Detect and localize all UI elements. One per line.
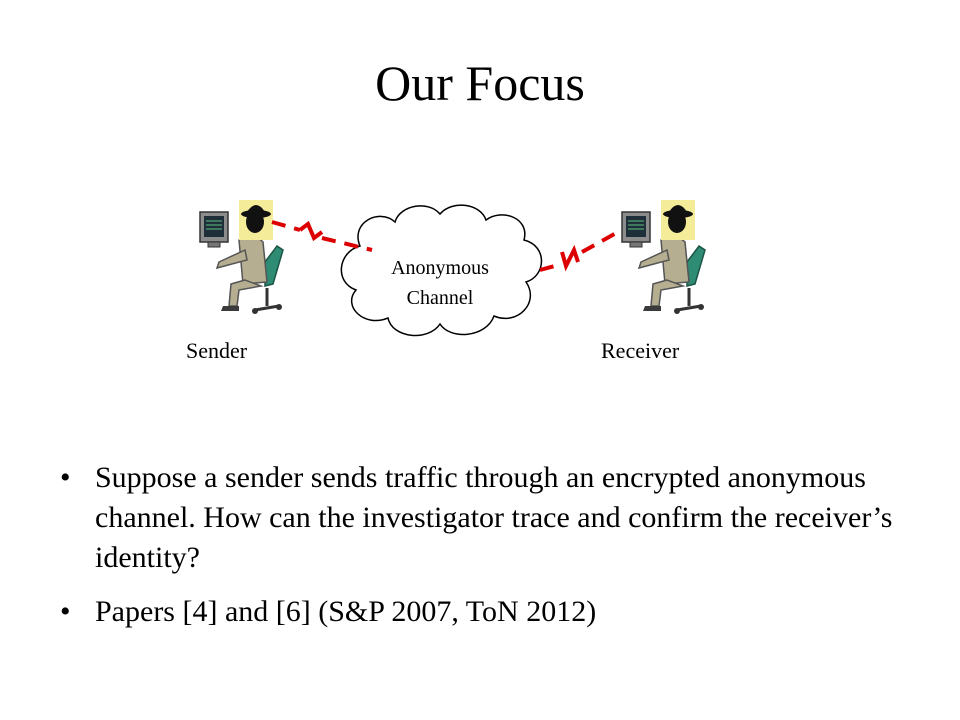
cloud-label: Anonymous Channel — [345, 253, 535, 313]
sender-person-icon — [198, 198, 285, 316]
receiver-label: Receiver — [601, 338, 680, 363]
cloud-label-line2: Channel — [406, 287, 474, 309]
slide-title: Our Focus — [375, 55, 585, 111]
cloud-icon — [340, 204, 543, 337]
bullet-list: Suppose a sender sends traffic through a… — [60, 458, 920, 646]
sender-label: Sender — [186, 338, 248, 363]
receiver-flow-arrow — [539, 230, 619, 272]
bullet-item: Suppose a sender sends traffic through a… — [60, 458, 920, 578]
receiver-person-icon — [620, 198, 707, 316]
anonymous-channel-diagram — [198, 198, 707, 337]
bullet-item: Papers [4] and [6] (S&P 2007, ToN 2012) — [60, 592, 920, 632]
cloud-label-line1: Anonymous — [391, 257, 489, 279]
sender-flow-arrow — [271, 220, 373, 252]
